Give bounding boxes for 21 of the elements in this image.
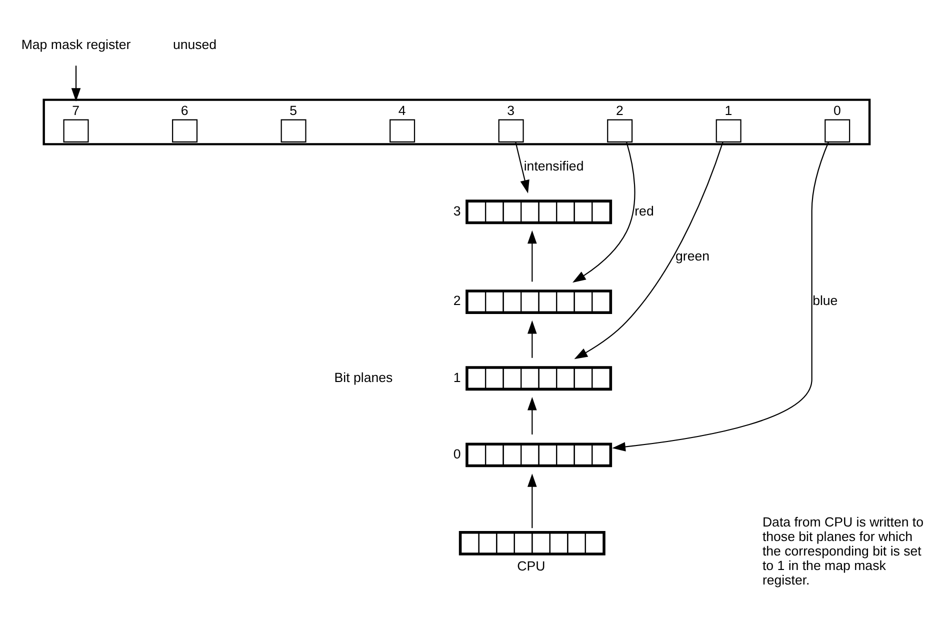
node-label: 3 [453,203,461,218]
node-text: Map mask register [21,36,131,52]
node-label: 1 [453,370,461,385]
label: Bit planes [334,370,393,385]
node-label: 2 [453,293,461,308]
edge-label: intensified [524,158,584,174]
node-label: 1 [724,102,732,118]
label: Data from CPU is written to those bit planes for which the corresponding bit is set to 1 in the map mask register. [762,514,924,588]
node-label: 2 [616,102,624,118]
node-label: CPU [517,558,546,574]
node-label: 6 [180,102,188,118]
label: unused [172,36,217,52]
node-label: 4 [398,102,406,118]
node-label: 0 [453,446,461,462]
node-label: 3 [507,102,515,118]
edge-label: red [634,203,654,218]
node-label: 7 [72,102,80,118]
node-label: 0 [833,102,841,118]
node-label: 5 [290,102,298,118]
edge-label: blue [812,293,838,308]
edge-label: green [676,248,710,264]
